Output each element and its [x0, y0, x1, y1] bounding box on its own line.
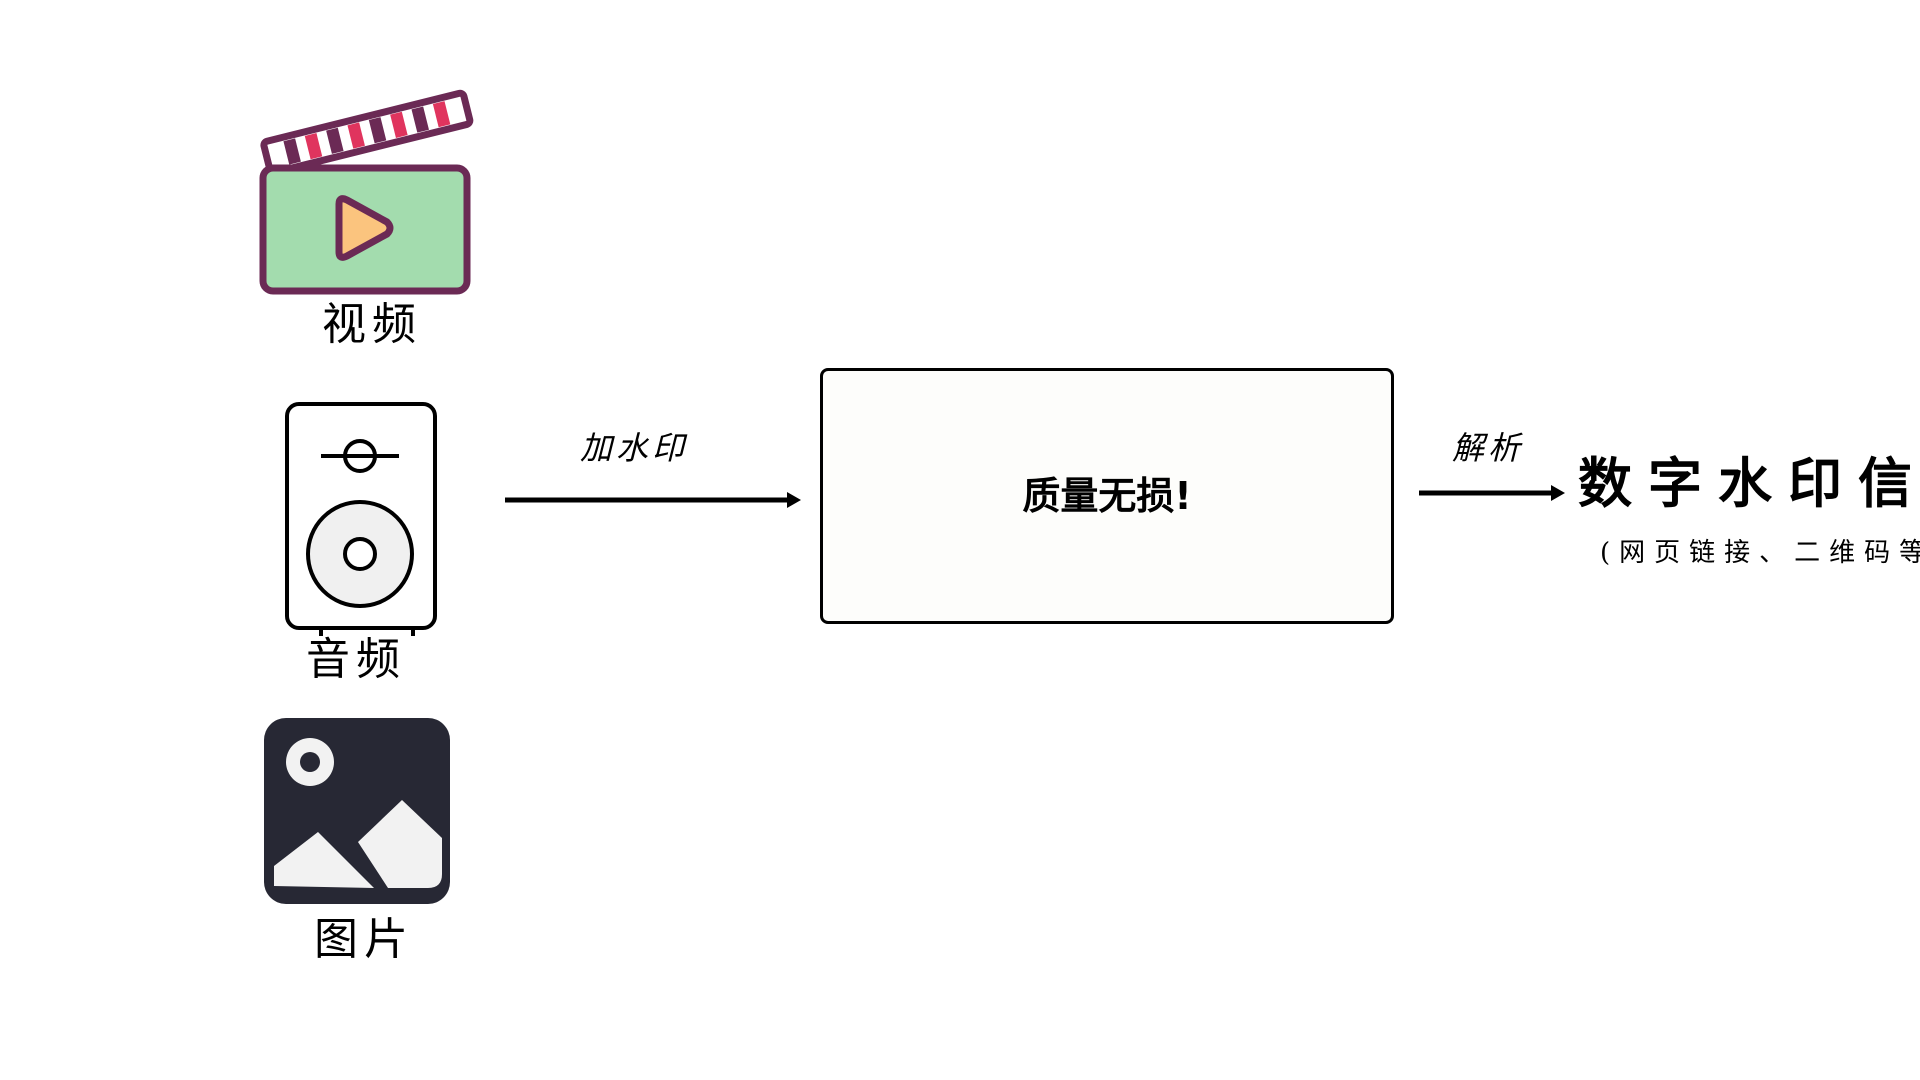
embed-watermark-arrow: [505, 492, 801, 508]
digital-watermark-info-subtitle: (网页链接、二维码等): [1600, 538, 1920, 568]
image-icon: [264, 718, 450, 904]
digital-watermark-info-title: 数字水印信息: [1578, 452, 1920, 515]
lossless-quality-text: 质量无损!: [1022, 474, 1192, 518]
video-caption: 视频: [322, 299, 422, 350]
speaker-icon: [285, 402, 437, 636]
embed-watermark-label: 加水印: [580, 429, 689, 467]
extract-label: 解析: [1452, 429, 1525, 467]
image-caption: 图片: [314, 914, 414, 965]
extract-arrow: [1419, 485, 1565, 501]
audio-caption: 音频: [306, 634, 406, 685]
lossless-quality-box: 质量无损!: [820, 368, 1394, 624]
video-clapperboard-icon: [259, 89, 474, 295]
